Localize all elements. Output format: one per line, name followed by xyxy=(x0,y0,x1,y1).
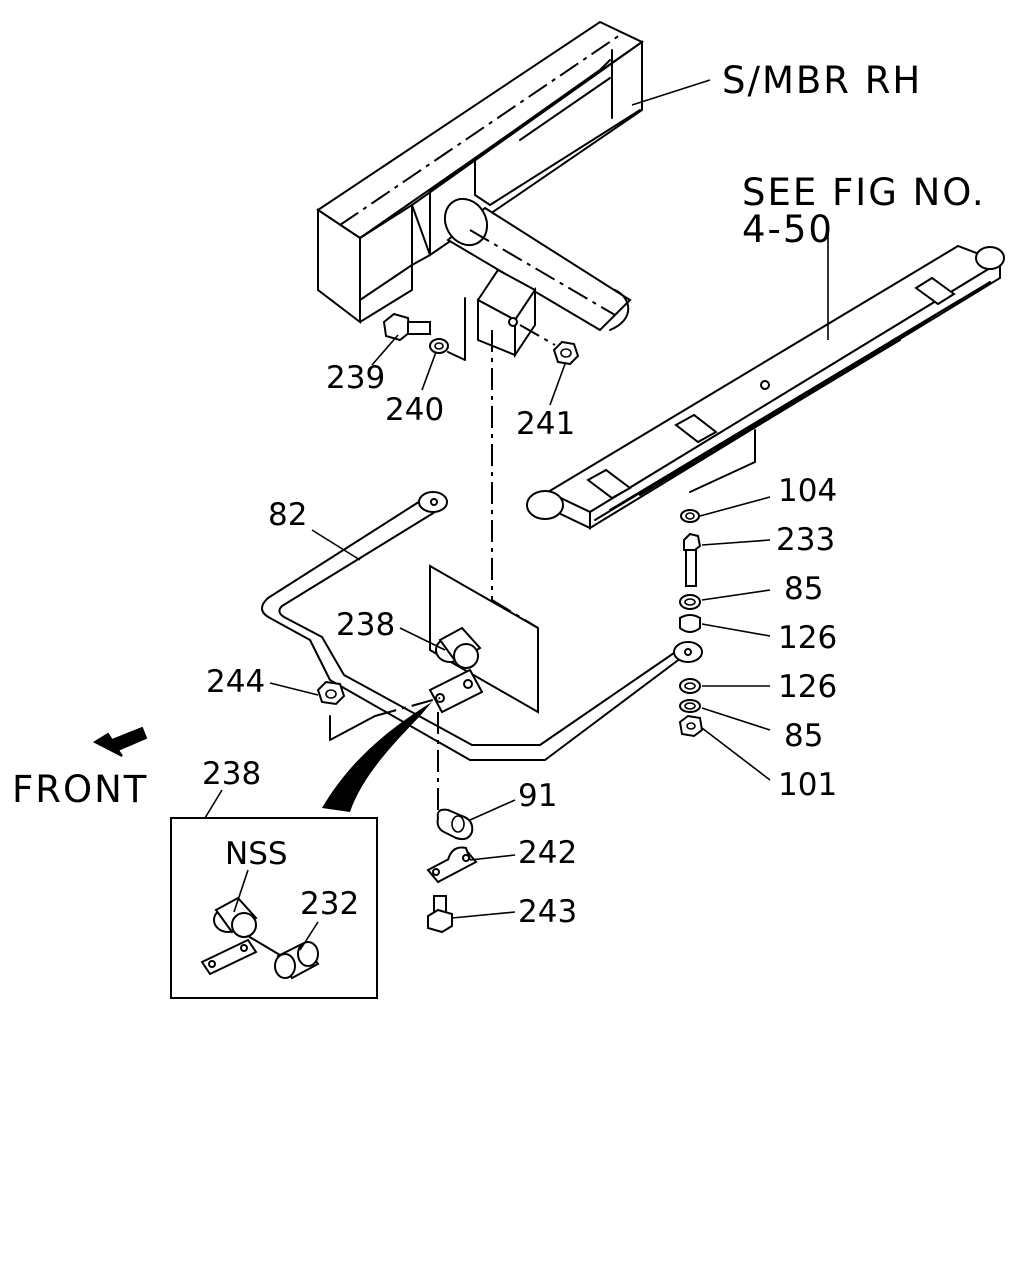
callout-238: 238 xyxy=(336,607,395,643)
callout-242: 242 xyxy=(518,835,577,871)
callout-82: 82 xyxy=(268,497,307,533)
leader-lines xyxy=(204,79,829,951)
mount-plate xyxy=(429,564,539,714)
detail-callout-232: 232 xyxy=(300,886,359,922)
washer-240 xyxy=(429,338,449,354)
detail-callout-arrow xyxy=(322,702,432,812)
cushion-126a xyxy=(679,614,701,633)
bushing-91 xyxy=(436,808,474,841)
side-member-frame xyxy=(316,20,644,325)
cushion-126b xyxy=(679,678,701,694)
stabilizer-bar xyxy=(261,491,703,761)
callout-91: 91 xyxy=(518,778,557,814)
bolt-243 xyxy=(427,895,453,934)
nut-101 xyxy=(678,714,704,738)
callout-244: 244 xyxy=(206,664,265,700)
detail-box xyxy=(170,817,378,999)
bolt-239 xyxy=(382,312,431,342)
callout-104: 104 xyxy=(778,473,837,509)
callout-85-upper: 85 xyxy=(784,571,823,607)
callout-243: 243 xyxy=(518,894,577,930)
frame-bracket xyxy=(476,268,537,359)
callout-239: 239 xyxy=(326,360,385,396)
nut-244 xyxy=(316,680,346,706)
detail-bushing-232 xyxy=(274,941,320,980)
detail-box-ref-238: 238 xyxy=(202,756,261,792)
washer-85a xyxy=(679,594,701,610)
front-label: FRONT xyxy=(12,768,148,811)
callout-126-lower: 126 xyxy=(778,669,837,705)
washer-85b xyxy=(679,699,701,713)
callout-101: 101 xyxy=(778,767,837,803)
leaf-spring xyxy=(526,244,1005,530)
bolt-233 xyxy=(683,532,702,587)
label-see-fig-line2: 4-50 xyxy=(742,208,834,251)
detail-nss-label: NSS xyxy=(225,836,288,872)
callout-241: 241 xyxy=(516,406,575,442)
washer-104 xyxy=(680,509,700,523)
label-s-mbr-rh: S/MBR RH xyxy=(722,59,922,102)
bushing-bracket-238 xyxy=(428,626,484,714)
callout-240: 240 xyxy=(385,392,444,428)
label-see-fig-line1: SEE FIG NO. xyxy=(742,171,986,214)
clamp-242 xyxy=(426,846,478,884)
detail-bracket-nss xyxy=(200,896,281,976)
cross-tube xyxy=(443,197,632,332)
front-arrow-icon xyxy=(92,726,148,757)
callout-85-lower: 85 xyxy=(784,718,823,754)
callout-233: 233 xyxy=(776,522,835,558)
callout-126-upper: 126 xyxy=(778,620,837,656)
nut-241 xyxy=(552,340,580,366)
